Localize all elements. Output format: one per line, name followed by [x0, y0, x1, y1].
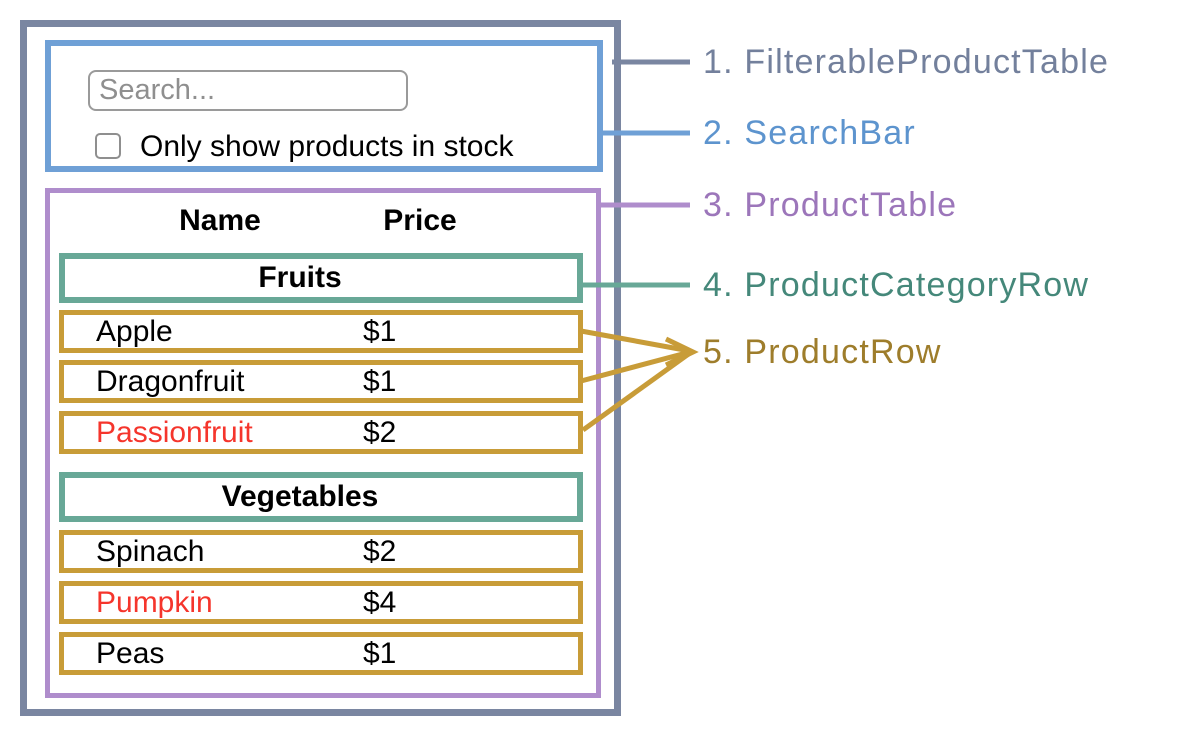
- product-name: Apple: [96, 315, 173, 348]
- category-label: Fruits: [258, 261, 342, 294]
- in-stock-checkbox-label: Only show products in stock: [140, 130, 514, 163]
- column-header-name: Name: [179, 204, 261, 237]
- legend-product-table: 3. ProductTable: [703, 186, 958, 224]
- product-row: Dragonfruit $1: [59, 360, 583, 403]
- product-row: Peas $1: [59, 632, 583, 675]
- column-header-price: Price: [383, 204, 457, 237]
- product-row-arrowhead-icon: [664, 336, 699, 368]
- product-name: Spinach: [96, 535, 205, 568]
- product-row: Spinach $2: [59, 530, 583, 573]
- product-price: $1: [363, 315, 397, 348]
- product-price: $1: [363, 365, 397, 398]
- product-name: Pumpkin: [96, 586, 213, 619]
- legend-filterable-product-table: 1. FilterableProductTable: [703, 43, 1110, 81]
- product-row: Apple $1: [59, 310, 583, 353]
- product-price: $2: [363, 416, 397, 449]
- legend-product-category-row: 4. ProductCategoryRow: [703, 266, 1090, 304]
- in-stock-checkbox[interactable]: [95, 133, 121, 159]
- product-row: Passionfruit $2: [59, 411, 583, 454]
- category-row-vegetables: Vegetables: [59, 472, 583, 522]
- legend-search-bar: 2. SearchBar: [703, 114, 916, 152]
- product-price: $4: [363, 586, 397, 619]
- product-name: Peas: [96, 637, 165, 670]
- product-price: $1: [363, 637, 397, 670]
- product-name: Dragonfruit: [96, 365, 245, 398]
- product-row: Pumpkin $4: [59, 581, 583, 624]
- category-row-fruits: Fruits: [59, 253, 583, 303]
- legend-product-row: 5. ProductRow: [703, 333, 942, 371]
- product-price: $2: [363, 535, 397, 568]
- product-name: Passionfruit: [96, 416, 253, 449]
- category-label: Vegetables: [221, 480, 379, 513]
- search-input[interactable]: [88, 70, 408, 111]
